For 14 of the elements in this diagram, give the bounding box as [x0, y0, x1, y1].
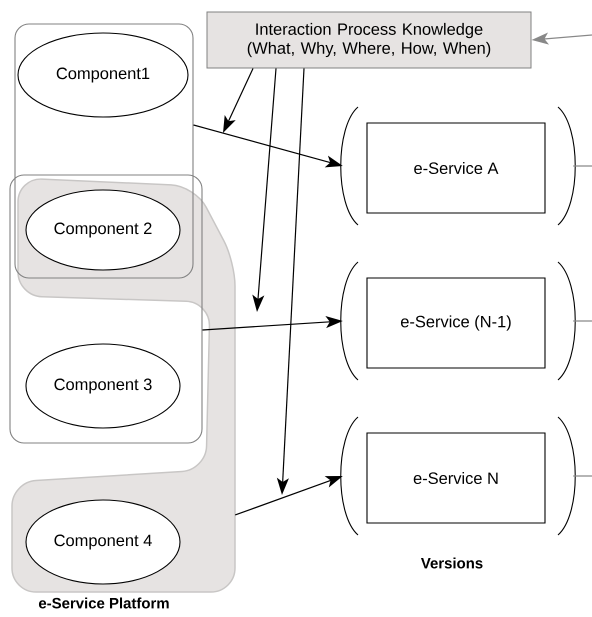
group-box: [14, 23, 194, 279]
group-box: [9, 174, 203, 444]
service-box: e-Service A: [366, 122, 546, 214]
knowledge-box: Interaction Process Knowledge (What, Why, Where, How, When): [206, 12, 532, 68]
parenthesis-bracket: [340, 106, 576, 226]
connector-line: [573, 320, 592, 322]
connector-line: [573, 475, 592, 477]
caption-label: e-Service Platform: [38, 598, 169, 608]
service-box: e-Service (N-1): [366, 277, 546, 369]
connector-line: [573, 165, 592, 167]
parenthesis-bracket: [340, 416, 576, 536]
parenthesis-bracket: [340, 262, 576, 380]
caption-label: Versions: [420, 558, 483, 568]
service-box: e-Service N: [366, 432, 546, 524]
